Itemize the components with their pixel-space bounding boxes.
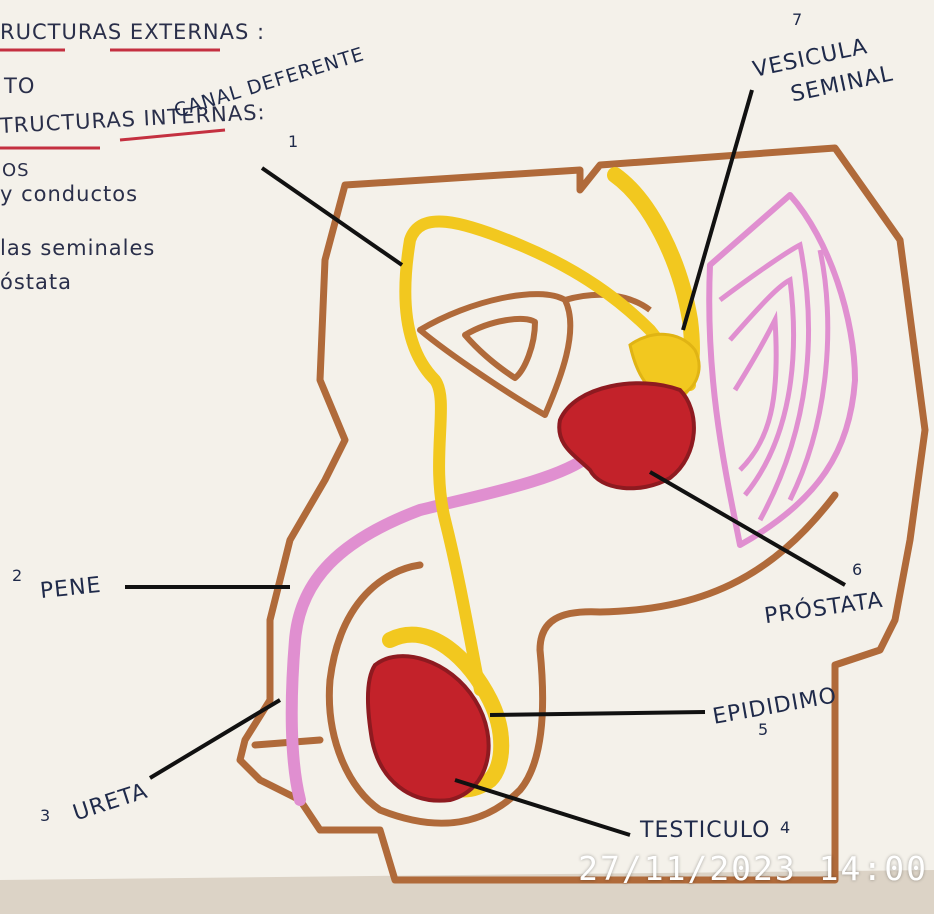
number-badge-7: 7 [792, 10, 803, 29]
number-badge-6: 6 [852, 560, 863, 579]
photo-timestamp: 27/11/2023 14:00 [578, 849, 928, 888]
note-line: OS [2, 160, 30, 181]
note-line: RUCTURAS EXTERNAS : [0, 20, 265, 44]
number-badge-2: 2 [12, 566, 23, 585]
note-line: óstata [0, 270, 72, 294]
number-badge-5: 5 [758, 720, 769, 739]
label-testiculo: TESTICULO [640, 818, 770, 843]
note-line: las seminales [0, 236, 155, 260]
note-line: TO [4, 74, 35, 98]
number-badge-4: 4 [780, 818, 791, 837]
number-badge-3: 3 [40, 806, 51, 825]
number-badge-1: 1 [288, 132, 299, 151]
note-line: y conductos [0, 182, 138, 206]
